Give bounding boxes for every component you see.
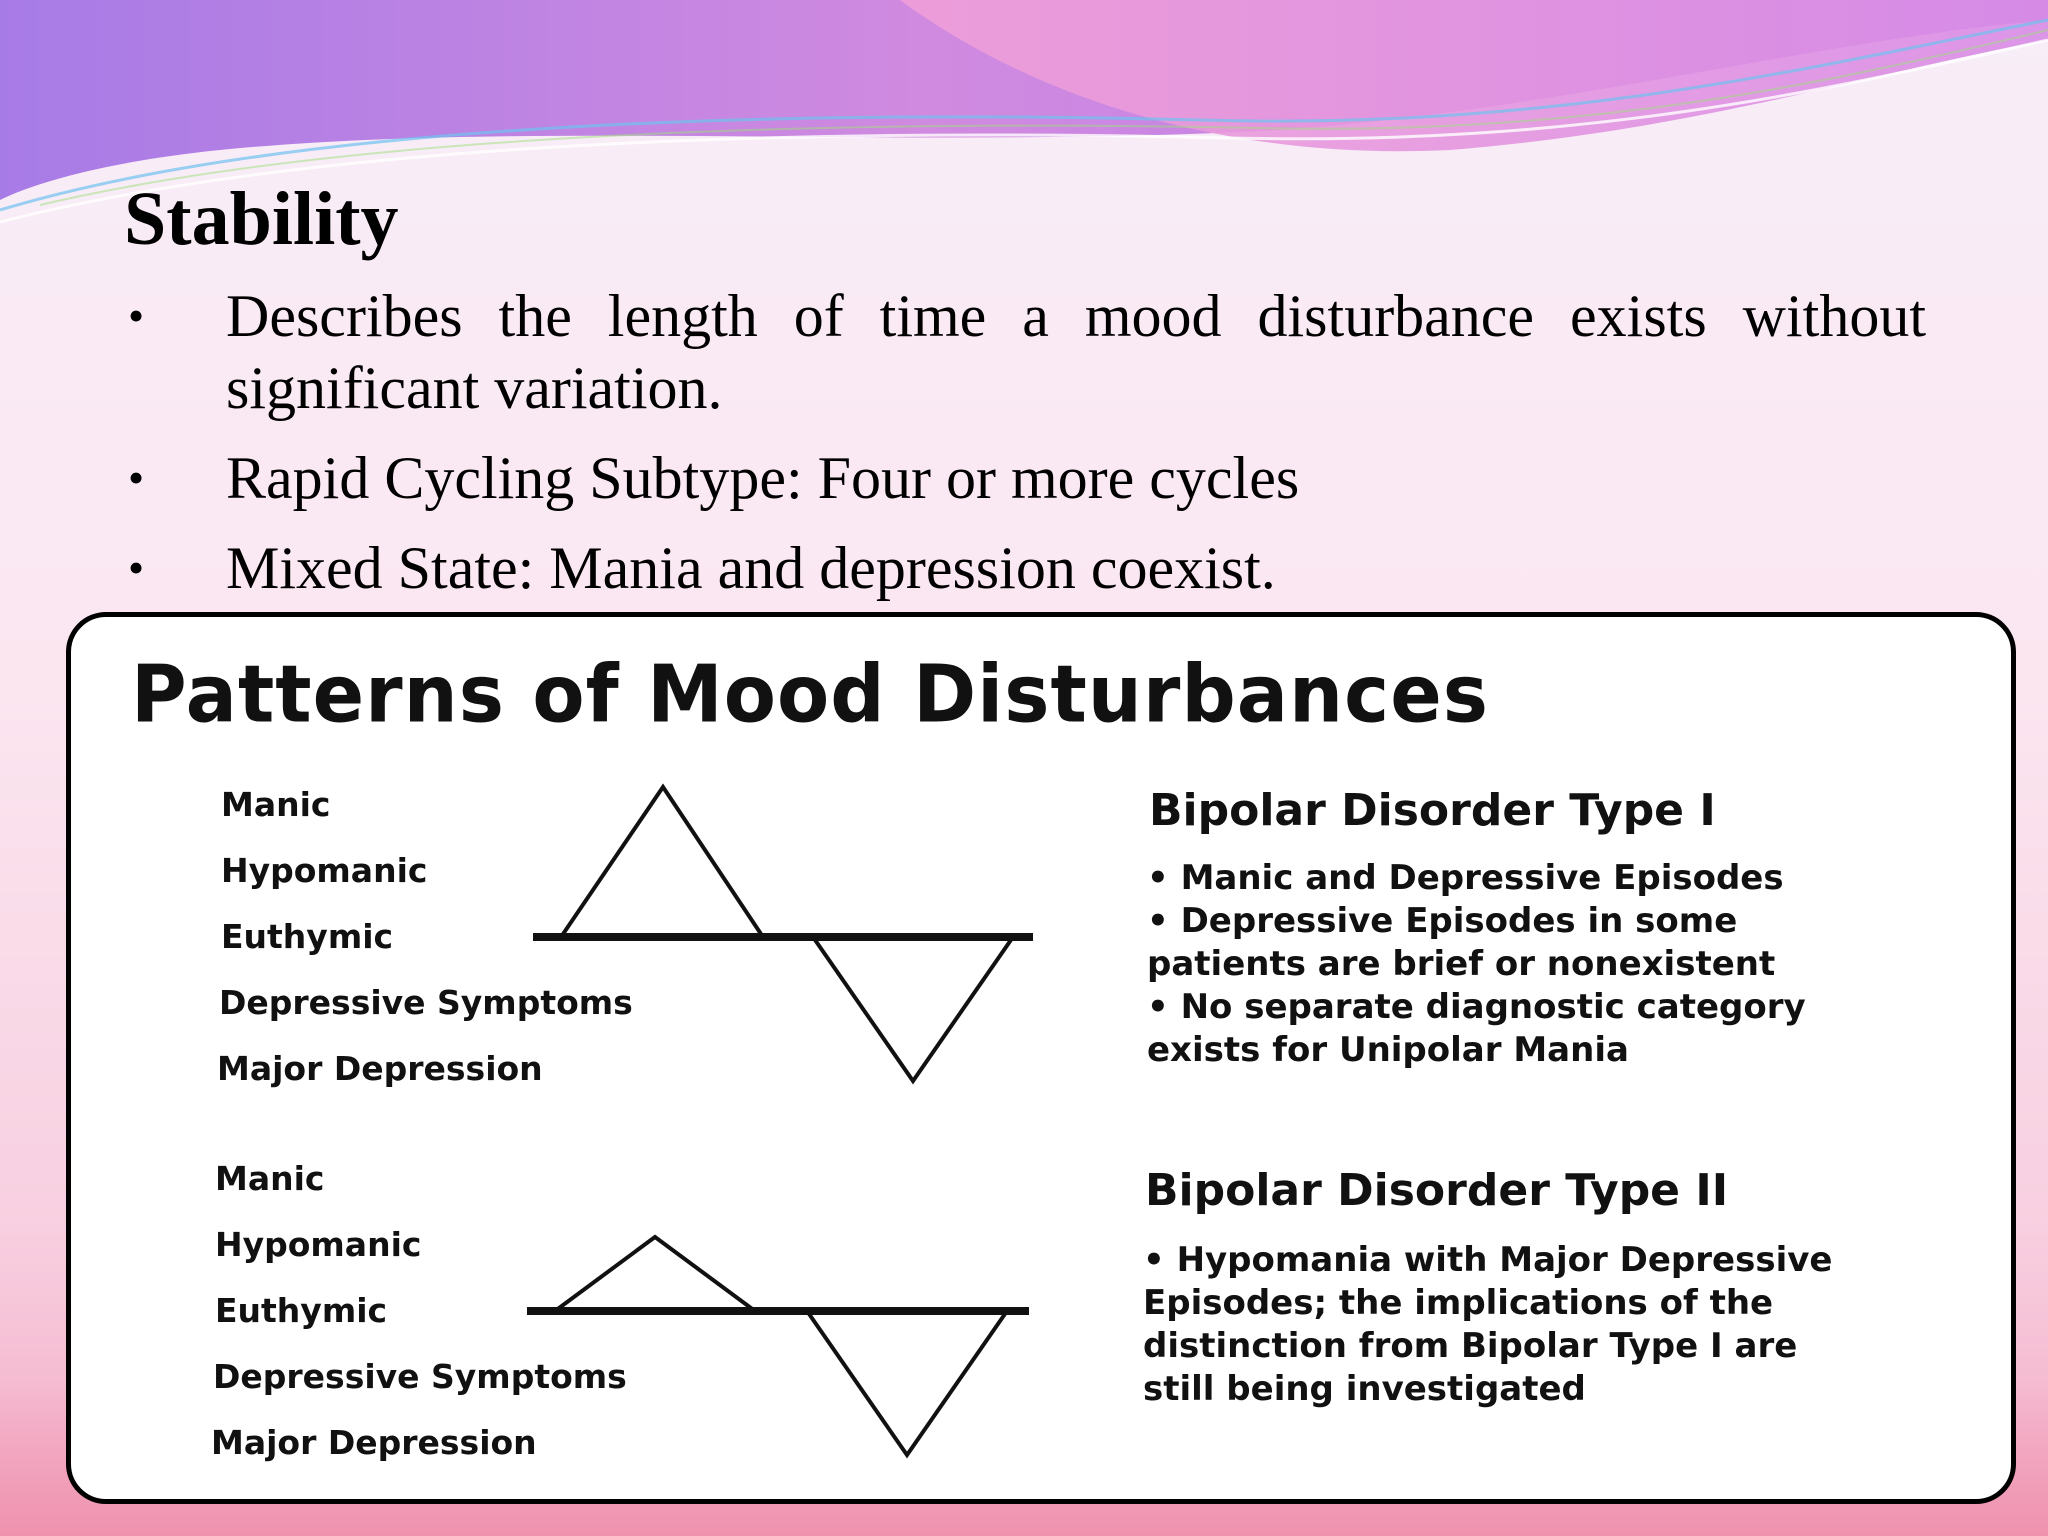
bullet-dot: •: [128, 542, 145, 593]
bullet-item: • Describes the length of time a mood di…: [124, 280, 1926, 424]
level-label-hypomanic: Hypomanic: [215, 1225, 422, 1264]
level-label-major-depression: Major Depression: [217, 1049, 543, 1088]
level-label-depressive-symptoms: Depressive Symptoms: [213, 1357, 627, 1396]
bullet-text: Mixed State: Mania and depression coexis…: [226, 535, 1276, 601]
type1-manic-peak: [559, 783, 765, 939]
type1-title: Bipolar Disorder Type I: [1149, 785, 1716, 836]
type1-depression-trough: [811, 935, 1015, 1085]
mood-patterns-diagram: Patterns of Mood Disturbances Manic Hypo…: [66, 612, 2016, 1504]
type2-depression-trough: [805, 1309, 1009, 1459]
bullet-item: • Mixed State: Mania and depression coex…: [124, 532, 1926, 604]
type1-line: exists for Unipolar Mania: [1147, 1030, 1629, 1070]
type2-line: still being investigated: [1143, 1369, 1586, 1409]
level-label-hypomanic: Hypomanic: [221, 851, 428, 890]
level-label-manic: Manic: [215, 1159, 325, 1198]
type1-line: patients are brief or nonexistent: [1147, 944, 1776, 984]
level-label-depressive-symptoms: Depressive Symptoms: [219, 983, 633, 1022]
bullet-dot: •: [128, 452, 145, 503]
decorative-wave-header: [0, 0, 2048, 224]
bullet-text: Describes the length of time a mood dist…: [226, 283, 1926, 421]
bullet-item: • Rapid Cycling Subtype: Four or more cy…: [124, 442, 1926, 514]
diagram-title: Patterns of Mood Disturbances: [131, 646, 1489, 741]
type2-description: • Hypomania with Major Depressive Episod…: [1143, 1239, 1943, 1411]
type1-line: • No separate diagnostic category: [1147, 987, 1806, 1027]
type1-description: • Manic and Depressive Episodes • Depres…: [1147, 857, 1947, 1072]
type2-line: Episodes; the implications of the: [1143, 1283, 1774, 1323]
type1-line: • Manic and Depressive Episodes: [1147, 858, 1784, 898]
bullet-list: • Describes the length of time a mood di…: [124, 280, 1926, 622]
type2-hypomanic-peak: [553, 1234, 757, 1313]
level-label-euthymic: Euthymic: [215, 1291, 388, 1330]
type2-title: Bipolar Disorder Type II: [1145, 1165, 1729, 1216]
type2-line: distinction from Bipolar Type I are: [1143, 1326, 1798, 1366]
bullet-text: Rapid Cycling Subtype: Four or more cycl…: [226, 445, 1300, 511]
slide-title: Stability: [124, 177, 399, 261]
level-label-manic: Manic: [221, 785, 331, 824]
level-label-euthymic: Euthymic: [221, 917, 394, 956]
mood-pattern-graphs: [527, 783, 1033, 1459]
level-label-major-depression: Major Depression: [211, 1423, 537, 1462]
type1-line: • Depressive Episodes in some: [1147, 901, 1738, 941]
bullet-dot: •: [128, 290, 145, 341]
type2-line: • Hypomania with Major Depressive: [1143, 1240, 1833, 1280]
